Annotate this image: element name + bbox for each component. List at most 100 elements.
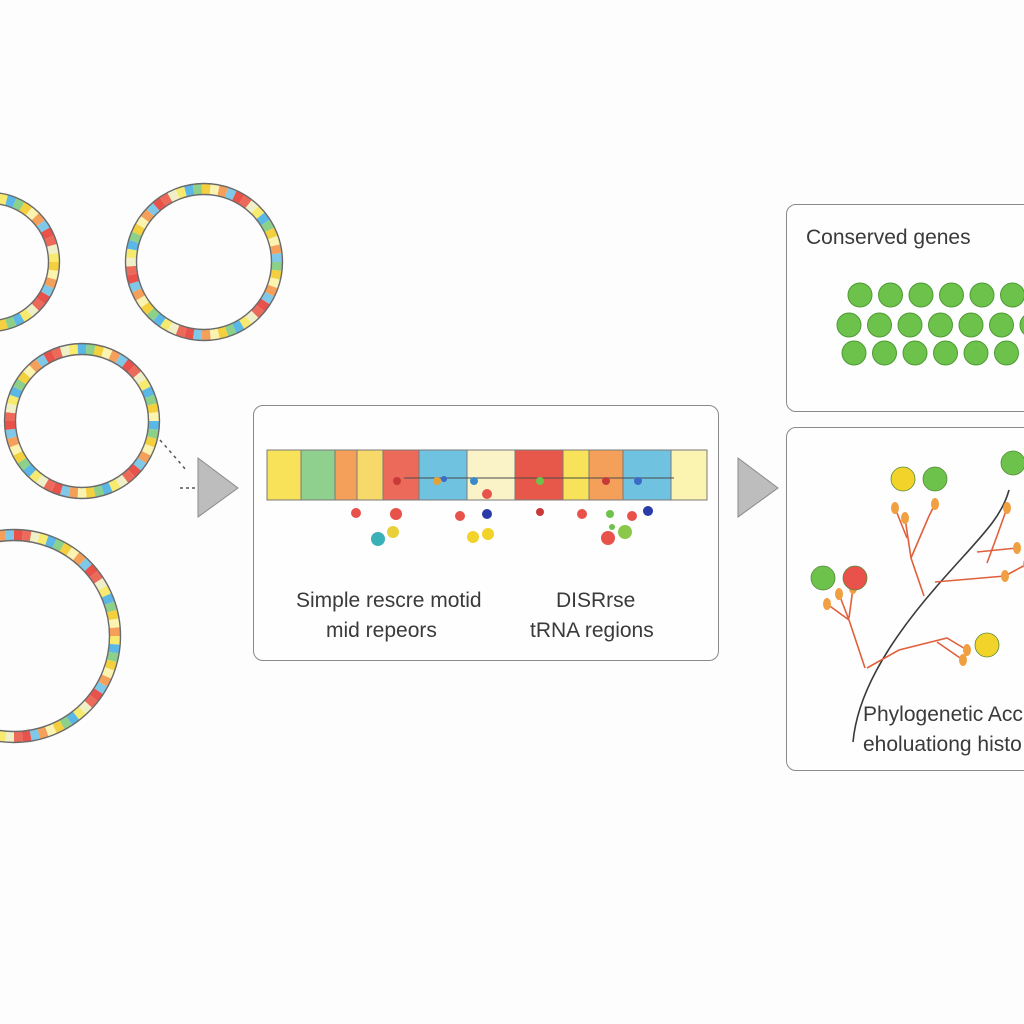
genome-segment <box>21 529 32 542</box>
conserved-gene-dot <box>841 340 867 366</box>
motif-dot <box>634 477 642 485</box>
dashed-connector <box>159 439 187 471</box>
genome-segment <box>128 231 142 243</box>
genome-segment <box>264 284 278 297</box>
genome-segment <box>97 674 112 687</box>
tree-leaf <box>901 512 909 524</box>
sequence-segment <box>670 449 708 501</box>
conserved-gene-dot <box>897 312 923 338</box>
phylogeny-caption-line1: Phylogenetic Acc <box>863 703 1023 726</box>
genome-segment <box>108 478 121 493</box>
genome-segment <box>5 194 17 208</box>
genome-segment <box>264 227 278 240</box>
motif-dot <box>618 525 632 539</box>
tree-trunk <box>852 489 1010 743</box>
tree-leaf <box>1013 542 1021 554</box>
conserved-gene-dot <box>908 282 934 308</box>
sequence-segment <box>418 449 468 501</box>
genome-segment <box>128 281 142 293</box>
genome-segment <box>4 421 16 430</box>
motif-dot <box>627 511 637 521</box>
genome-segment <box>201 329 211 341</box>
genome-segment <box>269 269 282 280</box>
genome-segment <box>167 321 180 336</box>
genome-segment <box>101 482 113 496</box>
genome-segment <box>93 484 105 498</box>
motif-dot <box>482 528 494 540</box>
conserved-gene-dot <box>989 312 1014 338</box>
genome-segment <box>159 192 173 207</box>
genome-segment <box>224 323 237 337</box>
conserved-gene-dot <box>878 282 903 308</box>
genome-segment <box>108 618 121 629</box>
genome-segment <box>6 394 20 406</box>
genome-segment <box>14 731 23 743</box>
conserved-gene-dot <box>963 340 989 366</box>
genome-segment <box>44 235 58 247</box>
genome-segment <box>271 262 283 271</box>
tree-leaf <box>1001 570 1009 582</box>
conserved-gene-dot <box>902 340 928 366</box>
genome-segment <box>148 421 160 430</box>
conserved-gene-dot <box>1000 282 1024 308</box>
genome-segment <box>40 284 55 297</box>
genome-segment <box>0 730 7 743</box>
genome-segment <box>146 428 159 439</box>
circular-genome-icon <box>124 182 284 342</box>
genome-segment <box>4 412 16 421</box>
genome-segment <box>159 317 173 332</box>
motif-dot <box>393 477 401 485</box>
genome-segment <box>77 487 87 499</box>
sequence-segment <box>382 449 420 501</box>
genome-segment <box>101 667 115 679</box>
motif-dot <box>433 477 441 485</box>
tree-branch <box>986 507 1008 564</box>
genome-segment <box>135 295 150 309</box>
circular-genome-icon <box>3 342 161 500</box>
conserved-gene-dot <box>939 282 964 308</box>
motif-dot <box>482 489 492 499</box>
genome-segment <box>101 346 113 360</box>
trna-label-line2: tRNA regions <box>530 619 654 642</box>
genome-segment <box>21 730 32 743</box>
genome-segment <box>5 403 18 414</box>
genome-segment <box>93 344 105 358</box>
genome-segment <box>5 529 15 541</box>
genome-segment <box>6 436 20 448</box>
tree-branch <box>904 517 925 597</box>
phylogeny-caption-line2: eholuationg histo <box>863 733 1022 756</box>
genome-segment <box>175 186 187 200</box>
genome-segment <box>217 185 229 198</box>
tree-leaf <box>823 598 831 610</box>
motif-dot <box>482 509 492 519</box>
genome-segment <box>29 530 41 544</box>
tree-node <box>974 632 1000 658</box>
genome-segment <box>45 535 57 549</box>
genome-segment <box>59 542 73 557</box>
genome-segment <box>144 394 158 406</box>
genome-segment <box>131 288 146 301</box>
genome-segment <box>5 731 15 743</box>
genome-segment <box>144 436 158 448</box>
genome-segment <box>109 627 121 636</box>
genome-segment <box>46 244 59 255</box>
sequence-segment <box>266 449 302 501</box>
genome-segment <box>12 312 25 327</box>
motif-dot <box>467 531 479 543</box>
motif-dot <box>351 508 361 518</box>
genome-segment <box>175 324 187 338</box>
phylogenetic-tree <box>810 450 1024 743</box>
sequence-segment <box>622 449 672 501</box>
genome-segment <box>201 183 211 195</box>
genome-segment <box>269 244 282 255</box>
motif-dot <box>441 476 447 482</box>
tree-branch <box>866 637 968 669</box>
conserved-gene-dot <box>969 282 995 308</box>
genome-segment <box>93 577 108 591</box>
genome-segment <box>125 257 137 267</box>
tree-node <box>1000 450 1024 476</box>
genome-segment <box>271 253 283 262</box>
motif-label-line1: Simple rescre motid <box>296 589 482 612</box>
genome-segment <box>9 443 23 456</box>
conserved-gene-dot <box>958 312 984 338</box>
